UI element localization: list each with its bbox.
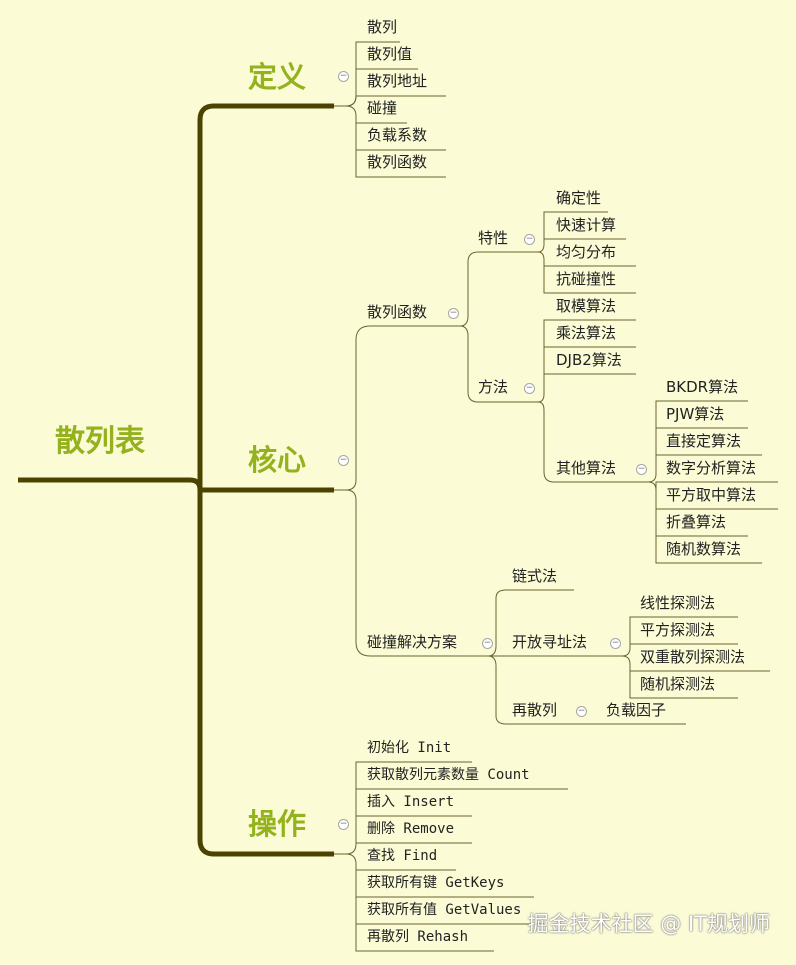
operation-item[interactable]: 获取散列元素数量 Count <box>367 767 530 783</box>
open-addressing-item[interactable]: 线性探测法 <box>640 594 716 612</box>
collision-node[interactable]: 碰撞解决方案 <box>367 633 458 651</box>
operation-item[interactable]: 获取所有键 GetKeys <box>367 875 505 891</box>
branch-operations-title[interactable]: 操作 <box>248 807 307 841</box>
watermark: 掘金技术社区 @ IT规划师 <box>527 912 770 936</box>
operation-item[interactable]: 查找 Find <box>367 848 438 864</box>
load-factor-item[interactable]: 负载因子 <box>606 701 667 719</box>
trait-item[interactable]: 均匀分布 <box>556 243 617 261</box>
hash-function-node[interactable]: 散列函数 <box>367 303 428 321</box>
method-item[interactable]: DJB2算法 <box>556 351 622 369</box>
other-algorithm-item[interactable]: BKDR算法 <box>666 378 739 396</box>
operation-item[interactable]: 获取所有值 GetValues <box>367 902 522 918</box>
open-addressing-item[interactable]: 双重散列探测法 <box>640 648 746 666</box>
operation-item[interactable]: 初始化 Init <box>367 740 452 756</box>
collapse-minus-icon[interactable]: − <box>524 234 535 245</box>
definition-item[interactable]: 散列值 <box>367 45 413 63</box>
collapse-minus-icon[interactable]: − <box>448 308 459 319</box>
collapse-minus-icon[interactable]: − <box>338 455 349 466</box>
definition-item[interactable]: 散列 <box>367 18 398 36</box>
other-algorithms-node[interactable]: 其他算法 <box>556 459 617 477</box>
definition-item[interactable]: 散列函数 <box>367 153 428 171</box>
other-algorithm-item[interactable]: 平方取中算法 <box>666 486 757 504</box>
other-algorithm-item[interactable]: 折叠算法 <box>666 513 727 531</box>
other-algorithm-item[interactable]: 随机数算法 <box>666 540 742 558</box>
main-trunk <box>197 103 228 857</box>
collapse-minus-icon[interactable]: − <box>524 383 535 394</box>
operation-item[interactable]: 再散列 Rehash <box>367 929 469 945</box>
operation-item[interactable]: 插入 Insert <box>367 794 455 810</box>
traits-node[interactable]: 特性 <box>478 229 509 247</box>
branch-definition-title[interactable]: 定义 <box>248 60 307 94</box>
collapse-minus-icon[interactable]: − <box>576 706 587 717</box>
trunk-to-core <box>189 477 228 493</box>
trait-item[interactable]: 抗碰撞性 <box>556 270 617 288</box>
other-algorithm-item[interactable]: 直接定算法 <box>666 432 742 450</box>
collapse-minus-icon[interactable]: − <box>338 819 349 830</box>
definition-item[interactable]: 负载系数 <box>367 126 428 144</box>
collapse-minus-icon[interactable]: − <box>482 638 493 649</box>
operation-item[interactable]: 删除 Remove <box>367 821 455 837</box>
collapse-minus-icon[interactable]: − <box>338 71 349 82</box>
chaining-node[interactable]: 链式法 <box>512 567 558 585</box>
definition-item[interactable]: 散列地址 <box>367 72 428 90</box>
other-algorithm-item[interactable]: 数字分析算法 <box>666 459 757 477</box>
rehash-node[interactable]: 再散列 <box>512 701 558 719</box>
other-algorithm-item[interactable]: PJW算法 <box>666 405 725 423</box>
methods-node[interactable]: 方法 <box>478 378 509 396</box>
open-addressing-node[interactable]: 开放寻址法 <box>512 633 588 651</box>
method-item[interactable]: 乘法算法 <box>556 324 617 342</box>
method-item[interactable]: 取模算法 <box>556 297 617 315</box>
open-addressing-item[interactable]: 平方探测法 <box>640 621 716 639</box>
open-addressing-item[interactable]: 随机探测法 <box>640 675 716 693</box>
trait-item[interactable]: 确定性 <box>556 189 602 207</box>
trait-item[interactable]: 快速计算 <box>556 216 617 234</box>
branch-core-title[interactable]: 核心 <box>248 443 307 477</box>
definition-item[interactable]: 碰撞 <box>367 99 398 117</box>
collapse-minus-icon[interactable]: − <box>610 638 621 649</box>
collapse-minus-icon[interactable]: − <box>636 464 647 475</box>
root-topic[interactable]: 散列表 <box>55 424 145 459</box>
